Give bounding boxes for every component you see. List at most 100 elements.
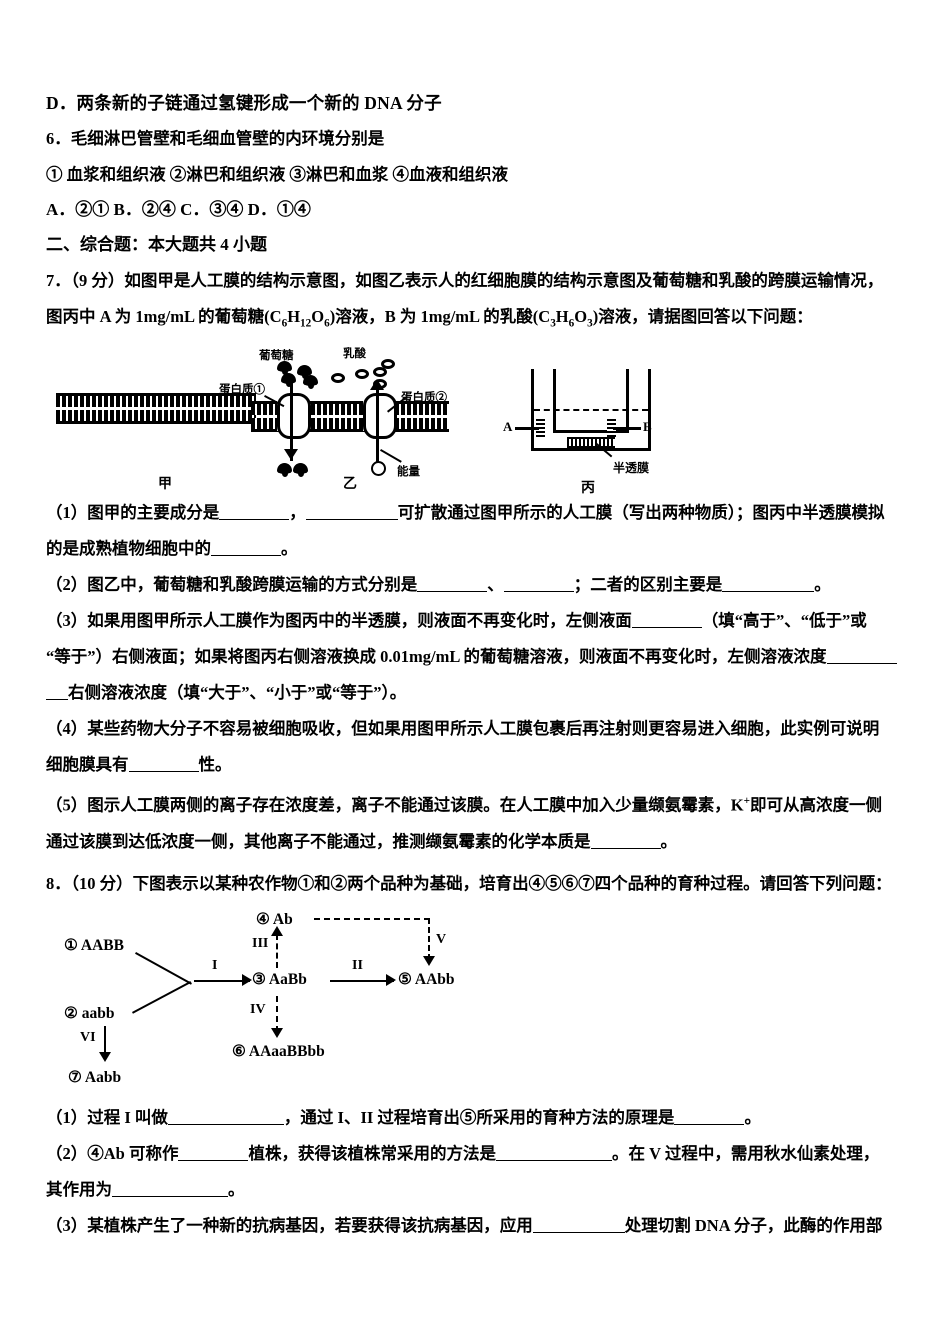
q7-4-text-a: 细胞膜具有	[46, 755, 129, 775]
potassium-charge-sup: +	[743, 795, 750, 808]
process-1-arrow	[242, 973, 252, 986]
process-5-vertical-line	[428, 917, 430, 960]
q7-4-text-b: 性。	[198, 755, 232, 775]
u-tube-outer-wall	[531, 369, 651, 452]
q7-formula-text-b: )溶液，B 为 1mg/mL 的乳酸(C	[329, 307, 551, 326]
answer-blank[interactable]	[722, 577, 815, 593]
q7-1-text-d: 的是成熟植物细胞中的	[46, 539, 211, 559]
lactate-molecule	[381, 359, 395, 370]
q7-1-text-a: （1）图甲的主要成分是	[46, 503, 220, 523]
q7-3-text-a: （3）如果用图甲所示人工膜作为图丙中的半透膜，则液面不再变化时，左侧液面	[46, 611, 632, 631]
question7-sub1-line2: 的是成熟植物细胞中的 。	[46, 531, 918, 567]
figure-panel-yi: 葡萄糖 乳酸 蛋白质① 蛋白质② 能量 乙	[219, 345, 481, 495]
question7-sub4-line2: 细胞膜具有 性。	[46, 747, 918, 783]
answer-blank[interactable]	[305, 505, 398, 521]
process-3-label: III	[252, 935, 269, 951]
answer-blank[interactable]	[128, 757, 199, 773]
q7-sub-h12: 12	[300, 317, 312, 330]
glucose-molecule	[297, 365, 312, 380]
question7-stem-line1: 7．（9 分）如图甲是人工膜的结构示意图，如图乙表示人的红细胞膜的结构示意图及葡…	[46, 271, 884, 290]
q7-1-text-b: ，	[289, 503, 306, 523]
lactate-molecule	[373, 367, 387, 378]
protein1-label: 蛋白质①	[219, 384, 265, 397]
q8-2-text-e: 。	[228, 1179, 245, 1199]
answer-blank[interactable]	[46, 685, 68, 701]
answer-blank[interactable]	[826, 649, 897, 665]
answer-blank[interactable]	[631, 613, 702, 629]
answer-blank[interactable]	[532, 1218, 625, 1233]
side-b-label: B	[643, 419, 652, 435]
q8-2-text-b: 植株，获得该植株常采用的方法是	[248, 1143, 496, 1163]
protein2-label: 蛋白质②	[401, 392, 447, 405]
panel-jia-label: 甲	[158, 477, 172, 493]
question6-stem: 6．毛细淋巴管壁和毛细血管壁的内环境分别是	[46, 129, 385, 148]
process-1-line	[194, 979, 250, 982]
question8-sub2-line2: 其作用为 。	[46, 1172, 918, 1208]
right-solution-marker	[607, 419, 616, 438]
figure-panel-jia	[56, 393, 256, 425]
figure-panel-bing: A B 半透膜 丙	[501, 359, 731, 499]
process-6-line	[104, 1025, 107, 1056]
answer-blank[interactable]	[503, 577, 574, 593]
q7-sub-c6: 6	[281, 317, 288, 330]
q8-2-text-c: 。在 V 过程中，需用秋水仙素处理，	[611, 1143, 880, 1163]
panel-yi-label: 乙	[343, 477, 357, 493]
question7-sub5-line2: 通过该膜到达低浓度一侧，其他离子不能通过，推测缬氨霉素的化学本质是。	[46, 824, 918, 860]
q7-2-text-d: 。	[814, 575, 831, 595]
q8-1-text-c: 。	[744, 1107, 761, 1127]
q7-2-text-b: 、	[487, 575, 504, 595]
answer-blank[interactable]	[495, 1146, 612, 1161]
semi-permeable-membrane	[567, 437, 615, 449]
question5-option-d: D．两条新的子链通过氢键形成一个新的 DNA 分子	[46, 93, 442, 113]
process-3-line	[276, 933, 278, 968]
lactate-label: 乳酸	[343, 348, 366, 361]
glucose-flow-arrow	[284, 449, 298, 461]
answer-blank[interactable]	[674, 1110, 745, 1125]
breeding-figure: ① AABB ② aabb ③ AaBb ④ Ab ⑤ AAbb ⑥ AAaaB…	[46, 908, 918, 1100]
q7-sub-o3: 3	[587, 317, 593, 330]
q8-3-text-a: （3）某植株产生了一种新的抗病基因，若要获得该抗病基因，应用	[46, 1215, 533, 1235]
lactate-molecule	[355, 369, 369, 380]
process-2-line	[330, 979, 394, 982]
breeding-node-7: ⑦ Aabb	[68, 1068, 122, 1086]
answer-blank[interactable]	[590, 834, 661, 849]
q7-5-text-d: 。	[660, 831, 678, 851]
process-2-arrow	[386, 973, 396, 986]
membrane-figure: 甲	[46, 345, 918, 496]
glucose-molecule	[303, 375, 318, 390]
q7-sub-c3: 3	[550, 317, 556, 330]
q8-2-text-a: （2）④Ab 可称作	[46, 1143, 179, 1163]
question8-sub3: （3）某植株产生了一种新的抗病基因，若要获得该抗病基因，应用处理切割 DNA 分…	[46, 1208, 918, 1244]
answer-blank[interactable]	[219, 505, 290, 521]
q7-1-text-e: 。	[281, 539, 298, 559]
glucose-molecule	[293, 463, 308, 478]
cross-line-from-node1	[134, 951, 192, 985]
answer-blank[interactable]	[167, 1110, 284, 1125]
q7-formula-text-c: )溶液，请据图回答以下问题：	[592, 307, 813, 326]
q7-formula-h: H	[287, 307, 301, 326]
answer-blank[interactable]	[417, 577, 488, 593]
process-4-label: IV	[250, 1001, 266, 1017]
bilayer-lower-leaflet	[56, 410, 256, 425]
process-5-arrow	[423, 955, 435, 966]
breeding-node-1: ① AABB	[64, 936, 124, 954]
question6-choices: A．②① B．②④ C．③④ D．①④	[46, 200, 311, 219]
q7-formula-h2: H	[555, 307, 569, 326]
left-solution-marker	[536, 419, 545, 438]
question7-sub3-line3: 右侧溶液浓度（填“大于”、“小于”或“等于”）。	[46, 675, 918, 711]
breeding-node-2: ② aabb	[64, 1004, 115, 1022]
question7-sub1-line1: （1）图甲的主要成分是 ， 可扩散通过图甲所示的人工膜（写出两种物质）；图丙中半透膜…	[46, 495, 918, 531]
question7-sub5-line1: （5）图示人工膜两侧的离子存在浓度差，离子不能通过该膜。在人工膜中加入少量缬氨霉…	[46, 783, 918, 824]
answer-blank[interactable]	[178, 1146, 249, 1161]
answer-blank[interactable]	[211, 541, 281, 557]
question7-sub3-line1: （3）如果用图甲所示人工膜作为图丙中的半透膜，则液面不再变化时，左侧液面（填“高…	[46, 603, 918, 639]
q7-sub-h6: 6	[568, 317, 575, 330]
q8-2-text-d: 其作用为	[46, 1179, 112, 1199]
question8-stem: 8．（10 分）下图表示以某种农作物①和②两个品种为基础，培育出④⑤⑥⑦四个品种…	[46, 873, 892, 893]
page-content: D．两条新的子链通过氢键形成一个新的 DNA 分子 6．毛细淋巴管壁和毛细血管壁…	[46, 86, 918, 1244]
process-1-label: I	[212, 957, 218, 973]
process-4-arrow	[271, 1027, 283, 1038]
answer-blank[interactable]	[112, 1182, 228, 1197]
q7-1-text-c: 可扩散通过图甲所示的人工膜（写出两种物质）；图丙中半透膜模拟	[397, 503, 885, 523]
